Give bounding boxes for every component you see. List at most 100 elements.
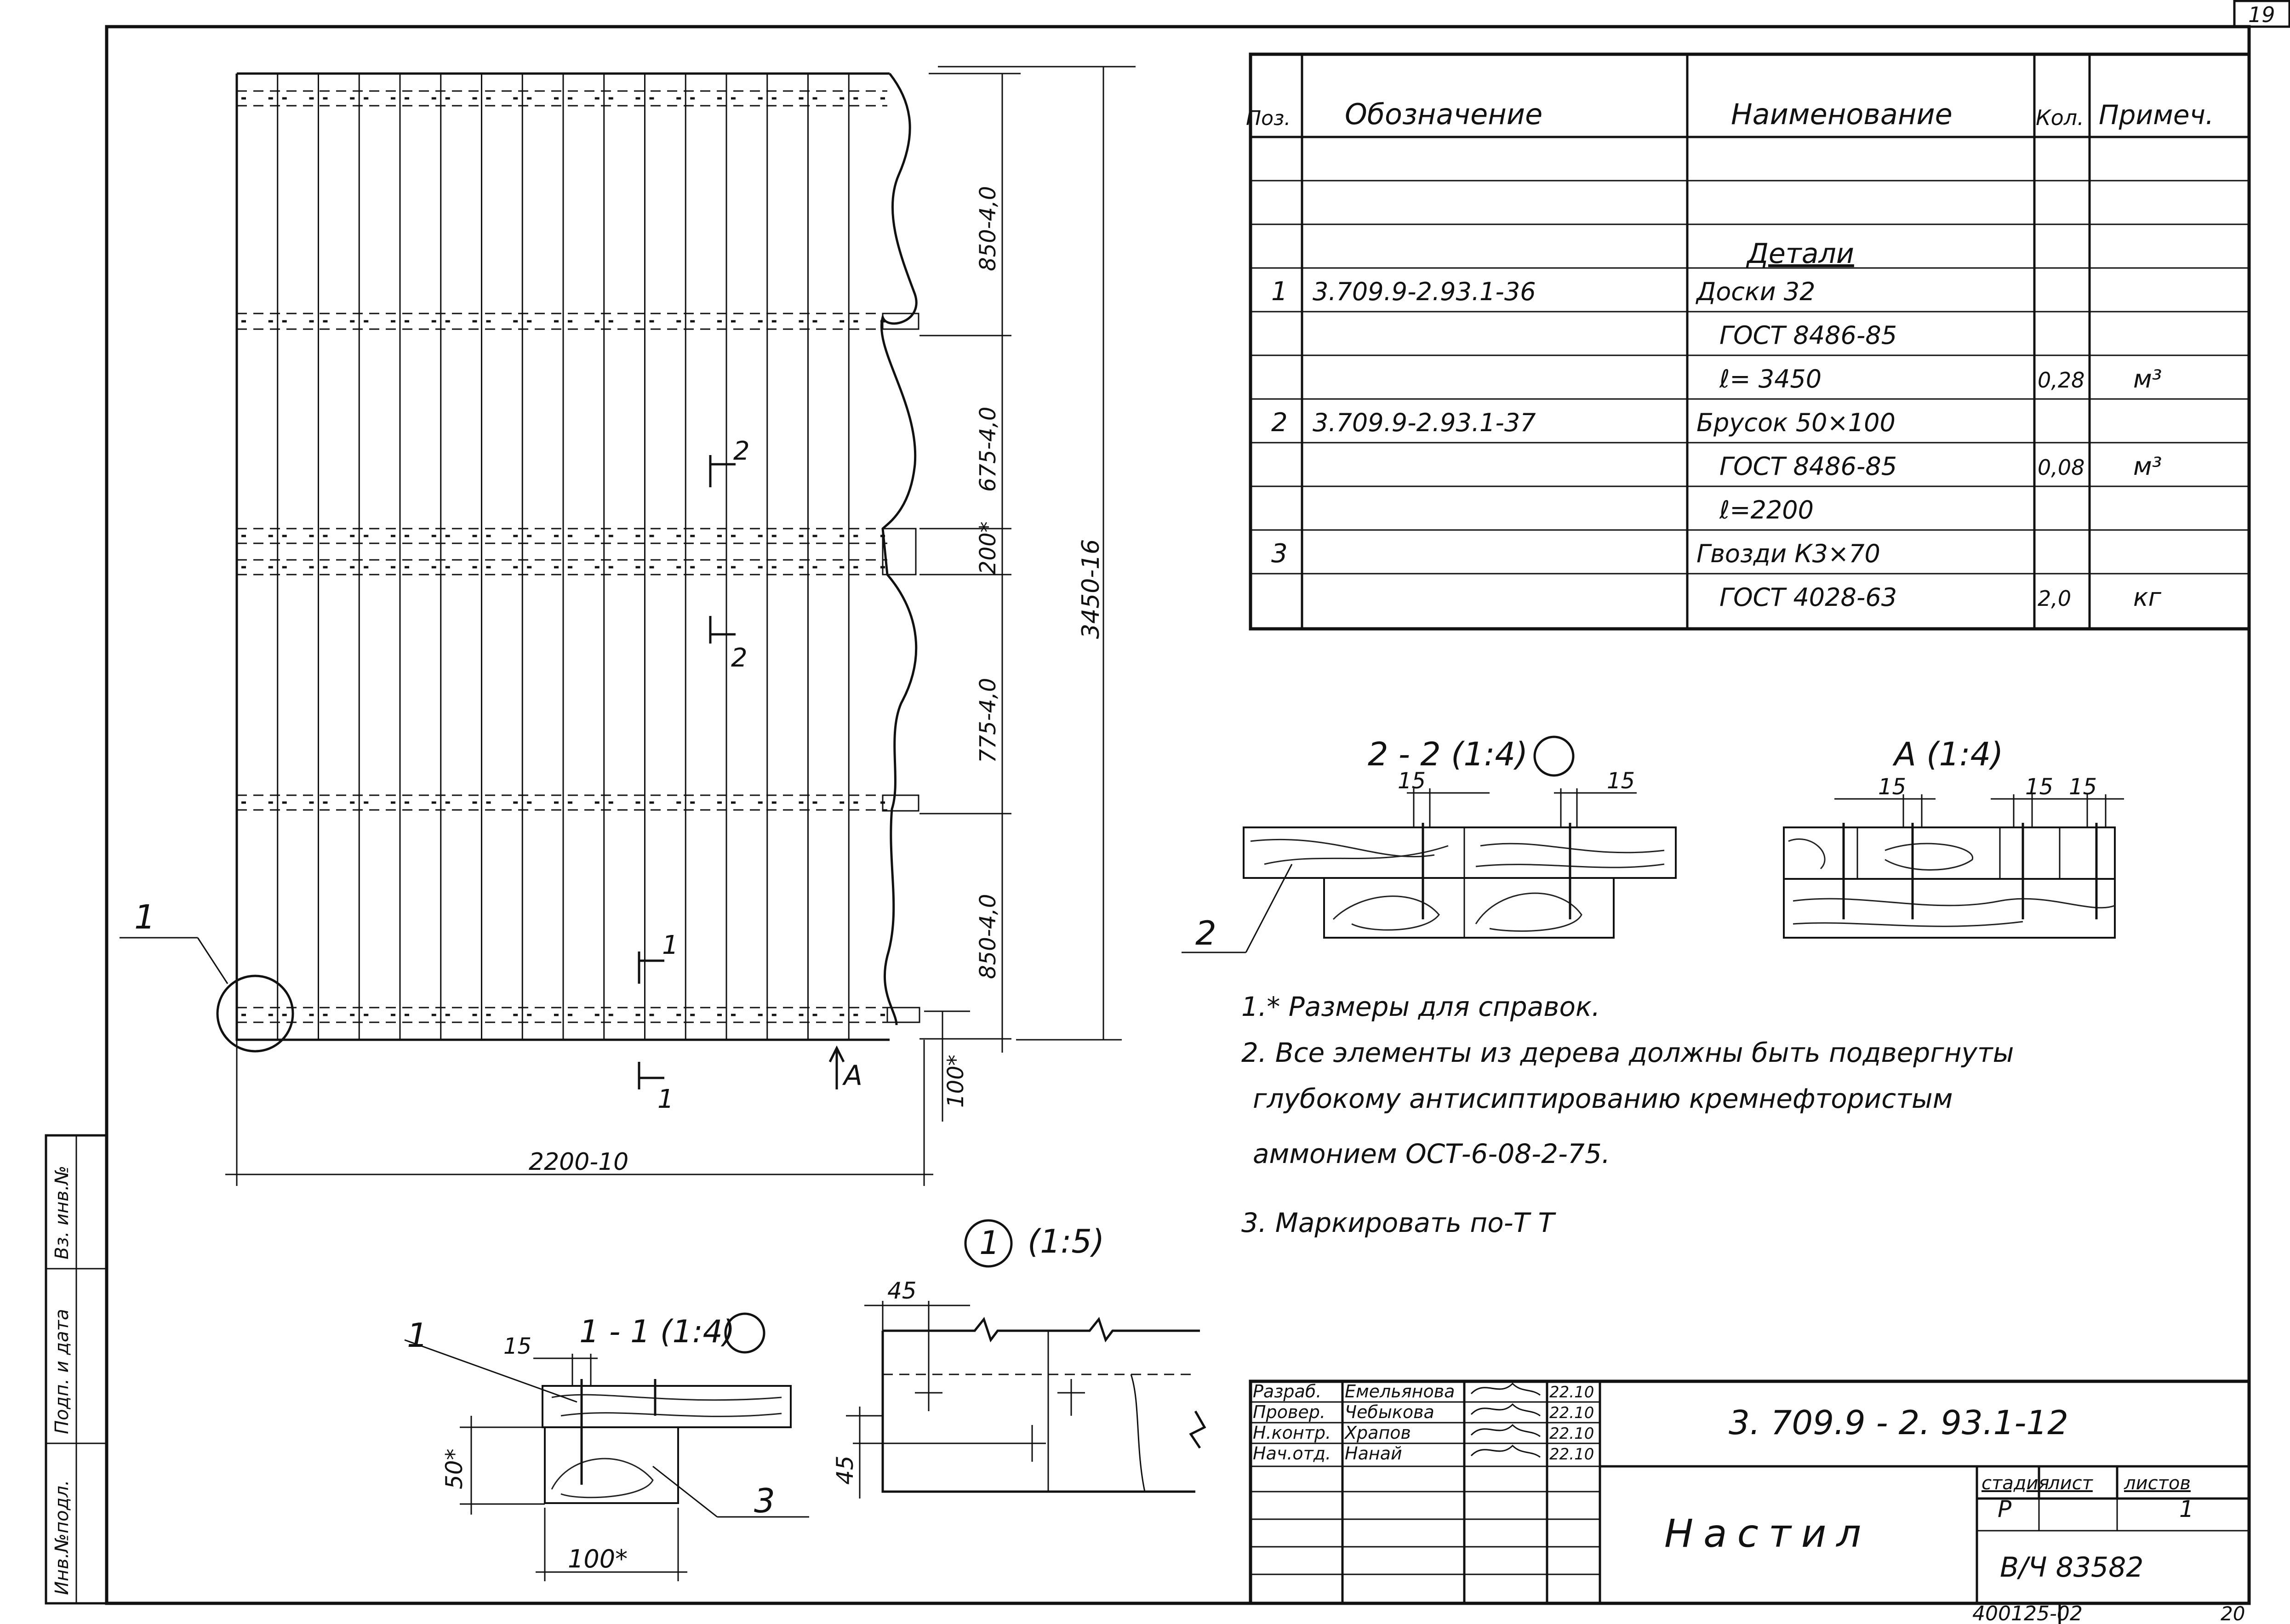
plan-dim-775: 775-4,0	[975, 678, 1001, 763]
tb-date: 22.10	[1549, 1404, 1594, 1422]
side-stamp-cell-sign: Подп. и дата	[51, 1309, 73, 1434]
view-a-dim-1: 15	[1878, 774, 1906, 800]
tb-name: Нанай	[1345, 1443, 1402, 1464]
section-1-1-title: 1 - 1 (1:4)	[579, 1314, 735, 1350]
tb-stage-header: стадия	[1982, 1473, 2050, 1494]
section-1-1-leader-3: 3	[754, 1482, 775, 1520]
spec-cell-name: Гвозди К3×70	[1696, 539, 1880, 568]
spec-cell-pos: 3	[1271, 539, 1288, 569]
detail-1-dim-left: 45	[832, 1455, 858, 1485]
note-2-line2: глубокому антисиптированию кремнефторист…	[1253, 1083, 1953, 1114]
tb-role: Н.контр.	[1253, 1423, 1331, 1443]
plan-view: 850-4,0 675-4,0 200* 775-4,0 850-4,0 345…	[120, 66, 1136, 1186]
view-a: А (1:4) 15 15 15	[1783, 735, 2124, 939]
tb-date: 22.10	[1549, 1445, 1594, 1464]
spec-header-note: Примеч.	[2099, 99, 2214, 131]
section-2-2-title: 2 - 2 (1:4)	[1368, 735, 1528, 773]
tb-name: Емельянова	[1345, 1381, 1455, 1402]
spec-header-qty: Кол.	[2036, 105, 2084, 130]
spec-cell-pos: 2	[1271, 408, 1288, 438]
archive-code: 400125-02	[1972, 1602, 2083, 1624]
spec-header-pos: Поз.	[1246, 107, 1291, 130]
section-2-2-dim-left: 15	[1398, 768, 1426, 794]
spec-cell-name: Доски 32	[1696, 277, 1816, 306]
section-mark-1-bottom: 1	[657, 1084, 674, 1114]
spec-header-designation: Обозначение	[1345, 97, 1542, 131]
tb-date: 22.10	[1549, 1383, 1594, 1402]
view-a-dim-2: 15	[2025, 774, 2053, 800]
plan-dim-overall-width: 2200-10	[529, 1148, 628, 1176]
page-number-box	[2233, 0, 2290, 28]
section-1-1-dim-height: 50*	[441, 1448, 468, 1489]
section-mark-2-bottom: 2	[731, 643, 748, 673]
plan-dim-675: 675-4,0	[975, 407, 1001, 492]
tb-sheet-header: лист	[2048, 1473, 2094, 1494]
section-1-1-dim-width: 100*	[568, 1544, 628, 1573]
spec-header-name: Наименование	[1731, 97, 1953, 131]
spec-cell-qty: 0,08	[2038, 455, 2084, 480]
view-a-title: А (1:4)	[1892, 735, 2003, 773]
detail-1-scale: (1:5)	[1028, 1223, 1104, 1260]
detail-1: 1 (1:5) 45 45	[832, 1219, 1206, 1499]
side-stamp-cell-vz: Вз. инв.№	[51, 1166, 73, 1259]
spec-table: Поз. Обозначение Наименование Кол. Приме…	[1246, 52, 2251, 631]
sheet-frame	[105, 25, 2251, 1605]
note-2-line1: 2. Все элементы из дерева должны быть по…	[1241, 1037, 2014, 1068]
tb-org: В/Ч 83582	[2000, 1551, 2143, 1584]
tb-signature	[1470, 1444, 1541, 1458]
tb-code: 3. 709.9 - 2. 93.1-12	[1729, 1403, 2068, 1442]
view-mark-a: А	[842, 1060, 862, 1092]
notes: 1.* Размеры для справок. 2. Все элементы…	[1241, 991, 2014, 1238]
plan-dim-bottom-gap: 100*	[943, 1054, 969, 1108]
section-1-1-leader-1: 1	[407, 1316, 428, 1355]
tb-stage: Р	[1998, 1496, 2012, 1522]
tb-title: Настил	[1664, 1511, 1871, 1556]
spec-cell-qty: 0,28	[2038, 368, 2084, 393]
spec-cell-designation: 3.709.9-2.93.1-37	[1313, 408, 1536, 437]
detail-1-number: 1	[979, 1224, 1000, 1262]
spec-section-title: Детали	[1746, 238, 1854, 270]
spec-cell-name: ℓ= 3450	[1719, 365, 1822, 393]
detail-1-dim-top: 45	[887, 1277, 917, 1304]
section-2-2-dim-right: 15	[1607, 768, 1635, 794]
view-a-dim-3: 15	[2069, 774, 2097, 800]
note-2-line3: аммонием ОСТ-6-08-2-75.	[1253, 1138, 1610, 1169]
callout-circle-1	[216, 974, 294, 1053]
tb-name: Храпов	[1344, 1423, 1411, 1443]
section-1-1-dim-top: 15	[503, 1333, 531, 1359]
plan-dim-200: 200*	[975, 521, 1001, 575]
plan-dim-overall-height: 3450-16	[1077, 539, 1105, 639]
tb-signature	[1470, 1382, 1541, 1396]
tb-role: Нач.отд.	[1253, 1443, 1331, 1464]
tb-role: Провер.	[1253, 1402, 1325, 1422]
tb-signature	[1470, 1403, 1541, 1417]
callout-label-1: 1	[134, 898, 155, 936]
section-mark-1-top: 1	[662, 930, 679, 960]
section-2-2: 2 - 2 (1:4) 15 15 2	[1182, 735, 1677, 953]
tb-name: Чебыкова	[1345, 1402, 1434, 1422]
spec-cell-note: м³	[2133, 452, 2162, 481]
spec-cell-designation: 3.709.9-2.93.1-36	[1313, 277, 1536, 306]
tb-role: Разраб.	[1253, 1381, 1321, 1402]
page-number: 19	[2248, 2, 2275, 27]
tb-signature	[1470, 1424, 1541, 1437]
spec-cell-note: м³	[2133, 365, 2162, 393]
section-1-1: 1 - 1 (1:4) 15 50* 100* 1 3	[404, 1312, 809, 1581]
spec-cell-name: ГОСТ 8486-85	[1719, 452, 1897, 481]
section-mark-2-top: 2	[733, 436, 750, 466]
plan-dim-850-top: 850-4,0	[975, 186, 1001, 271]
bottom-page-number: 20	[2221, 1602, 2245, 1624]
spec-cell-pos: 1	[1271, 277, 1288, 307]
spec-cell-name: Брусок 50×100	[1696, 408, 1896, 437]
spec-cell-name: ГОСТ 4028-63	[1719, 583, 1897, 612]
spec-cell-qty: 2,0	[2038, 586, 2071, 611]
plan-dim-850-bottom: 850-4,0	[975, 894, 1001, 979]
section-2-2-leader: 2	[1195, 914, 1216, 952]
spec-cell-note: кг	[2133, 583, 2162, 612]
tb-sheets-header: листов	[2124, 1473, 2191, 1494]
side-stamp-cell-inv: Инв.№подл.	[51, 1480, 73, 1595]
spec-cell-name: ℓ=2200	[1719, 496, 1814, 524]
tb-sheets: 1	[2179, 1496, 2194, 1522]
